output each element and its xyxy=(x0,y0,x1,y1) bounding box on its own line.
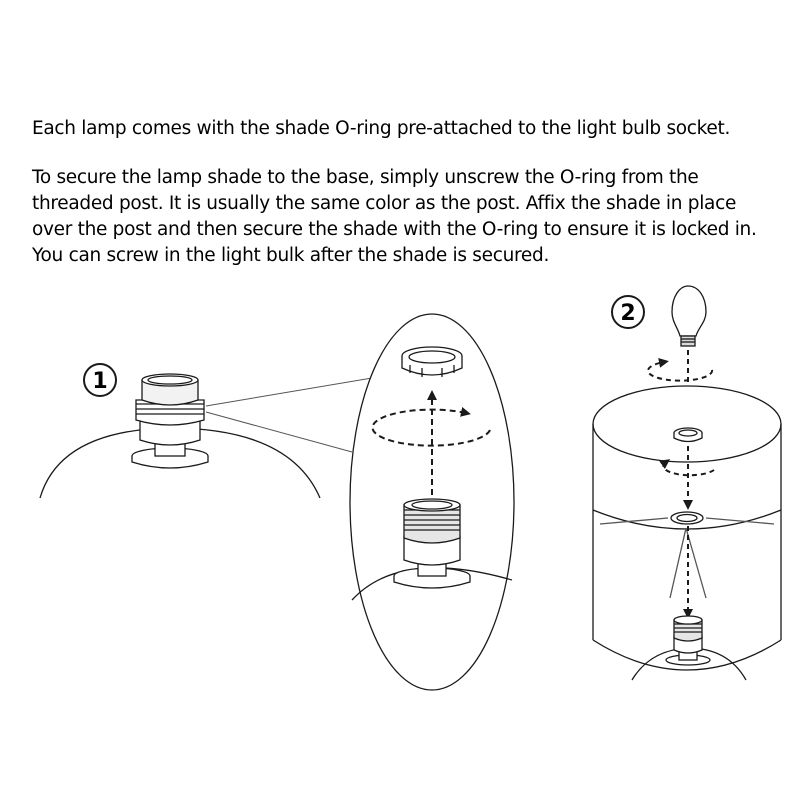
shade-spider-ring xyxy=(670,511,704,525)
light-bulb-icon xyxy=(671,285,707,347)
rotation-arrow-oring xyxy=(659,459,715,477)
magnified-contents xyxy=(351,346,513,601)
step-2-badge xyxy=(611,295,645,329)
lamp-socket-2 xyxy=(665,615,711,666)
instruction-line-1: Each lamp comes with the shade O-ring pr… xyxy=(32,118,731,139)
step-1-group: 1 xyxy=(39,313,515,691)
instruction-line-4: over the post and then secure the shade … xyxy=(32,219,757,240)
instruction-line-5: You can screw in the light bulk after th… xyxy=(32,245,550,266)
rotation-arrow-bulb xyxy=(647,357,714,382)
rotation-arrow-magnified xyxy=(371,407,491,447)
step-1-number: 1 xyxy=(92,369,107,394)
step-1-badge xyxy=(83,363,117,397)
lamp-socket-1 xyxy=(131,373,209,469)
step-2-group: 2 xyxy=(592,285,782,681)
instruction-line-3: threaded post. It is usually the same co… xyxy=(32,193,737,214)
o-ring-shade xyxy=(673,427,703,443)
zoom-line-bottom xyxy=(205,411,353,453)
instructions-text: Each lamp comes with the shade O-ring pr… xyxy=(32,116,792,269)
instruction-line-2: To secure the lamp shade to the base, si… xyxy=(32,167,699,188)
lamp-shade xyxy=(592,385,782,671)
zoom-line-top xyxy=(205,377,373,407)
o-ring-magnified xyxy=(401,346,463,377)
step-2-number: 2 xyxy=(620,301,635,326)
